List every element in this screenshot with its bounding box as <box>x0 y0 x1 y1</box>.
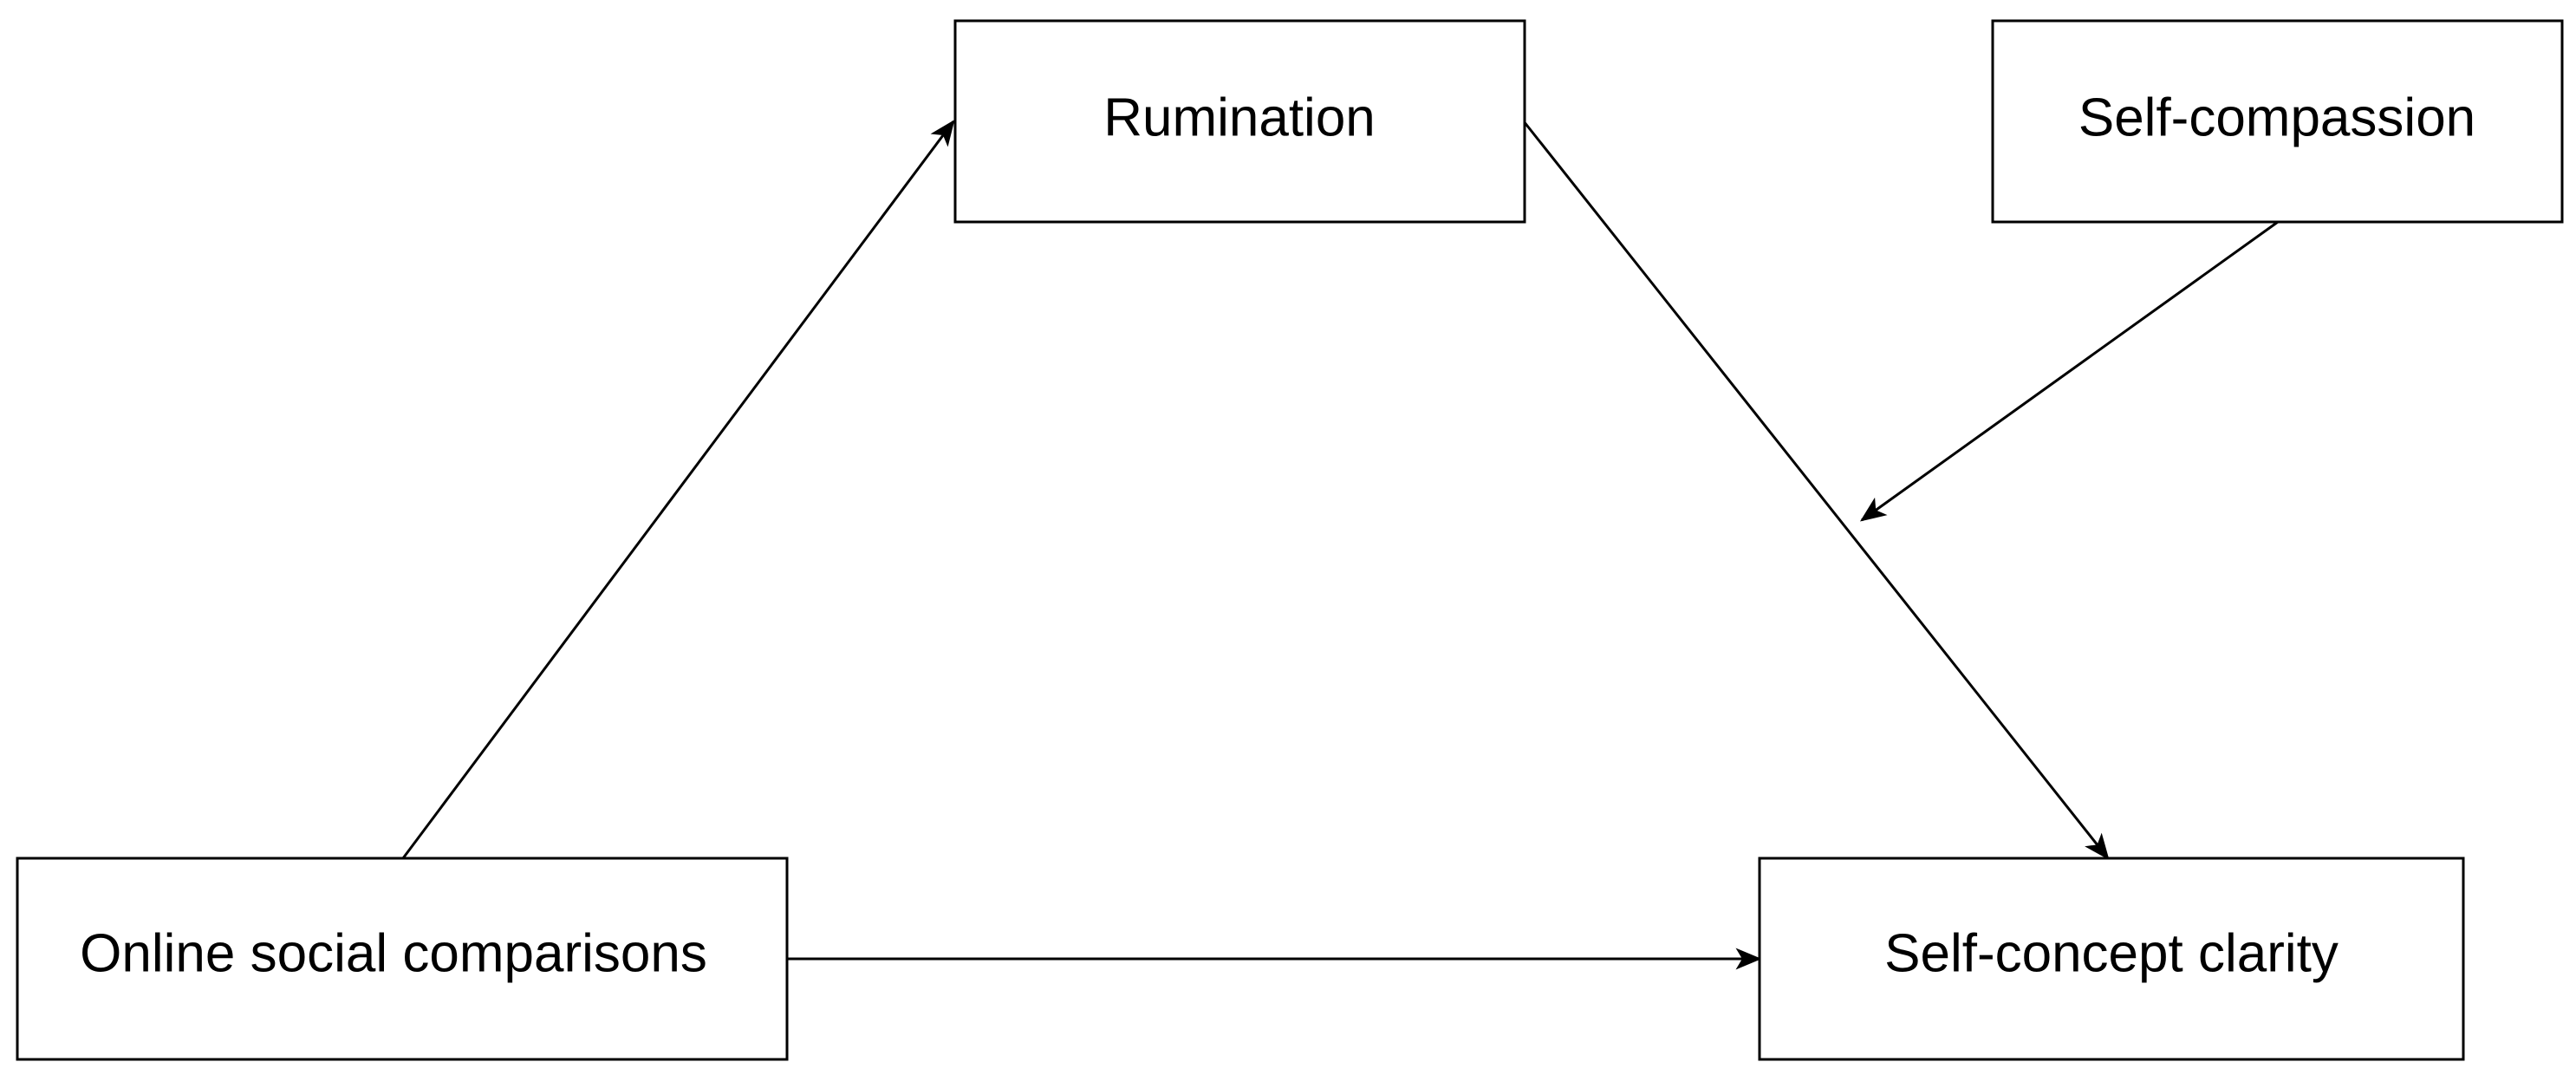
edge-rumination-to-clarity <box>1522 121 2110 860</box>
node-self-compassion: Self-compassion <box>1991 19 2564 224</box>
edge-self-compassion-moderation <box>1859 220 2279 522</box>
node-self-concept-clarity-label: Self-concept clarity <box>1884 923 2339 983</box>
node-self-concept-clarity: Self-concept clarity <box>1758 857 2465 1061</box>
node-self-compassion-label: Self-compassion <box>2078 88 2475 147</box>
node-online-social-comparisons-label: Online social comparisons <box>80 923 707 983</box>
node-online-social-comparisons: Online social comparisons <box>16 857 789 1061</box>
node-rumination-label: Rumination <box>1103 88 1376 147</box>
edge-comparisons-to-rumination <box>401 119 955 859</box>
node-rumination: Rumination <box>953 19 1526 224</box>
